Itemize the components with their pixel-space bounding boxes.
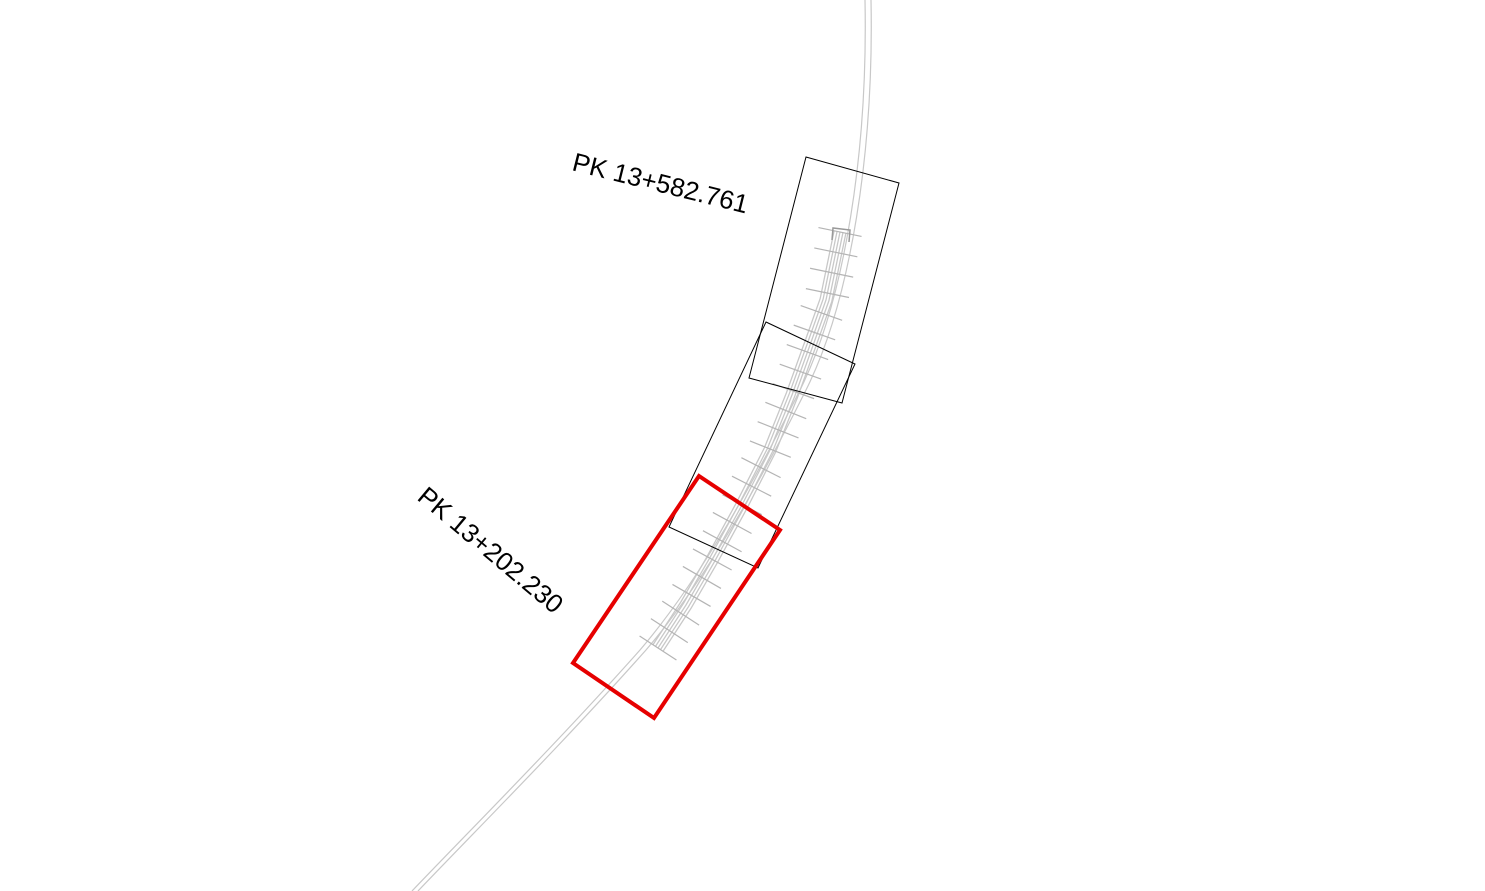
highlighted-sheet-frame[interactable]: [570, 473, 783, 721]
station-tick: [741, 457, 781, 479]
corridor-line: [657, 231, 841, 649]
corridor-line: [662, 233, 847, 652]
station-tick: [814, 247, 858, 258]
station-tick: [779, 363, 822, 380]
station-tick: [692, 548, 732, 571]
end-marker: [831, 227, 851, 243]
sheet-frame-middle: [668, 321, 856, 569]
alignment-edge-right: [417, 0, 872, 891]
station-tick: [809, 267, 854, 278]
station-tick: [749, 440, 792, 458]
sheet-frames: [668, 156, 900, 569]
alignment-edge-left: [411, 0, 866, 891]
end-station-label: PK 13+582.761: [570, 147, 752, 220]
station-tick: [672, 583, 711, 607]
station-tick: [639, 635, 677, 661]
start-station-label: PK 13+202.230: [412, 481, 569, 620]
track-corridor: [652, 230, 847, 652]
corridor-line: [652, 230, 835, 646]
station-tick: [786, 344, 829, 361]
corridor-line: [659, 232, 844, 650]
road-alignment: [411, 0, 872, 891]
sheet-frame-upper: [748, 156, 900, 404]
station-tick: [757, 421, 799, 439]
station-tick: [818, 226, 862, 238]
station-tick: [712, 511, 752, 535]
station-tick: [650, 618, 689, 644]
station-tick: [800, 304, 843, 321]
station-tick: [661, 600, 700, 626]
station-tick: [731, 475, 772, 497]
station-ticks: [639, 226, 862, 661]
station-tick: [805, 288, 850, 299]
corridor-line: [654, 231, 838, 647]
station-tick: [765, 401, 807, 420]
station-tick: [793, 324, 836, 341]
station-tick: [682, 565, 722, 589]
station-tick: [702, 530, 742, 553]
